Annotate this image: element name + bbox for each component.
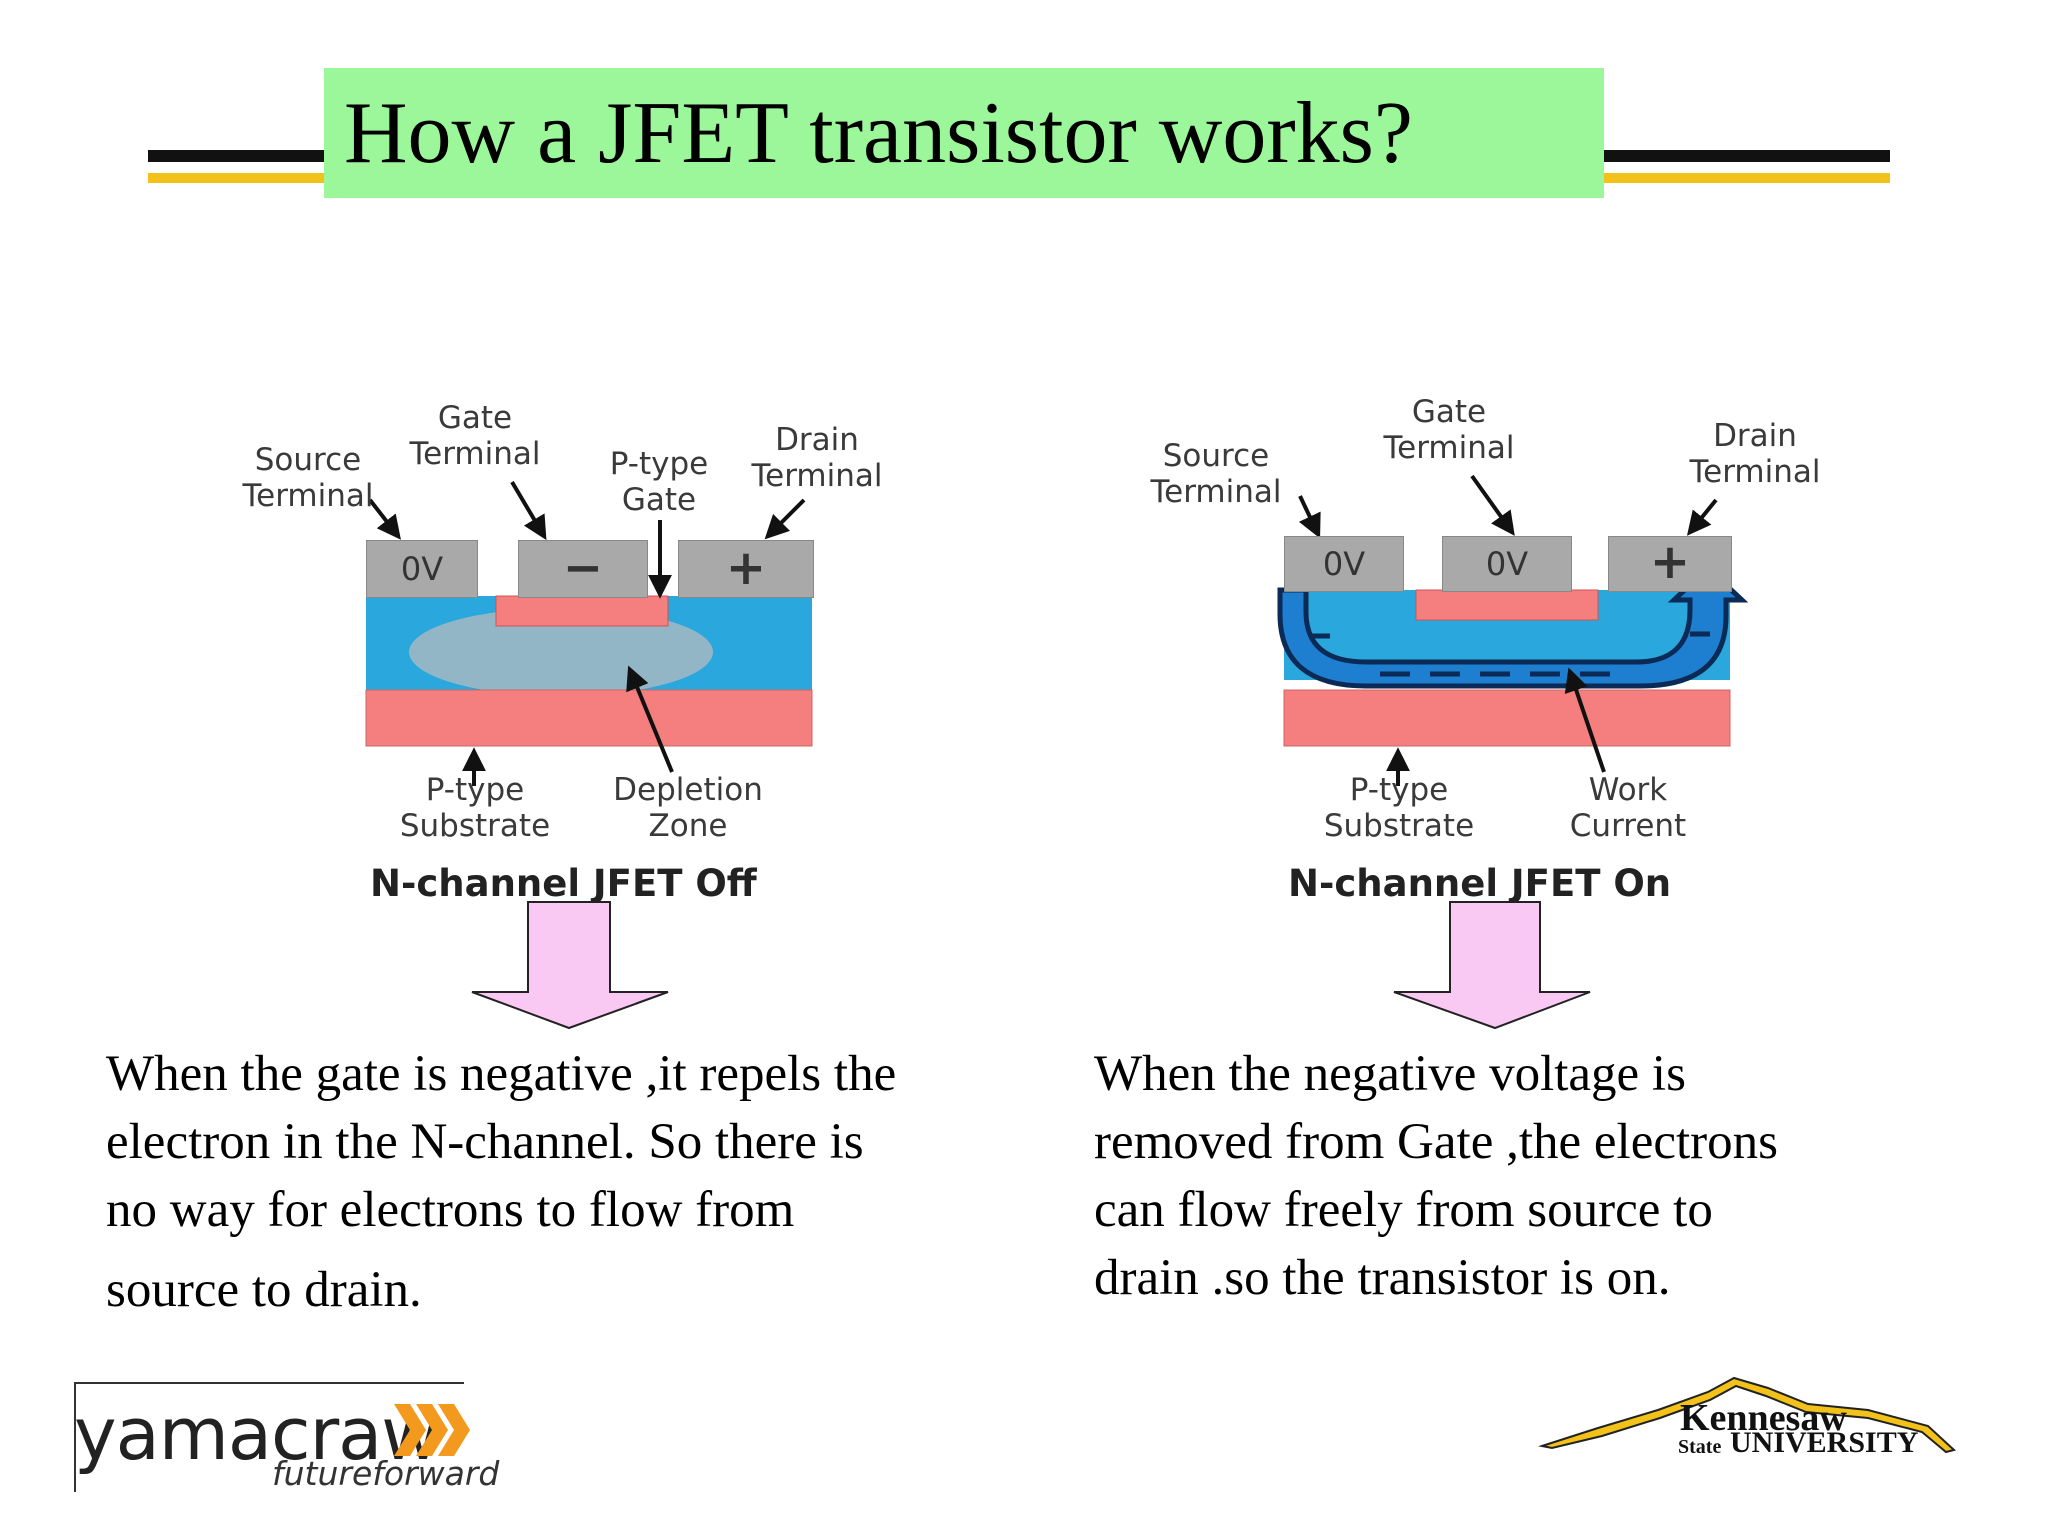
down-arrow-right <box>1393 901 1591 1030</box>
text-left-line: When the gate is negative ,it repels the <box>106 1046 897 1102</box>
yamacraw-wordmark: yamacraw <box>74 1392 440 1476</box>
source-terminal-label: Source Terminal <box>1150 438 1282 510</box>
mountain-icon <box>1538 1376 1957 1454</box>
gate-terminal-value: 0V <box>1485 545 1529 583</box>
logo-border-left <box>74 1382 76 1492</box>
source-terminal-value: 0V <box>1322 545 1366 583</box>
slide-title: How a JFET transistor works? <box>344 85 1413 182</box>
jfet-off-caption: N-channel JFET Off <box>370 862 757 905</box>
p-type-substrate-label: P-type Substrate <box>399 772 551 844</box>
text-right-line: can flow freely from source to <box>1094 1182 1713 1238</box>
down-arrow-left <box>471 901 669 1030</box>
p-type-substrate <box>365 689 813 747</box>
text-right-line: removed from Gate ,the electrons <box>1094 1114 1778 1170</box>
title-rule-right-black <box>1600 150 1890 162</box>
text-right: When the negative voltage is removed fro… <box>1094 1040 1994 1312</box>
drain-terminal-label: Drain Terminal <box>751 422 883 494</box>
p-type-gate <box>495 595 669 627</box>
drain-terminal-label: Drain Terminal <box>1689 418 1821 490</box>
gate-terminal-block: − <box>518 540 648 598</box>
jfet-on-drawing <box>1277 474 1749 786</box>
source-terminal-block: 0V <box>366 540 478 598</box>
source-terminal-block: 0V <box>1284 536 1404 592</box>
gate-terminal-block: 0V <box>1442 536 1572 592</box>
p-type-substrate-label: P-type Substrate <box>1323 772 1475 844</box>
jfet-off-drawing <box>365 480 813 786</box>
text-left-line: source to drain. <box>106 1262 422 1318</box>
gate-terminal-value: − <box>562 540 604 596</box>
diagram-jfet-off: 0V − + Source Terminal Gate Terminal P-t… <box>220 390 920 920</box>
kennesaw-logo: Kennesaw State UNIVERSITY <box>1538 1370 1958 1470</box>
drain-terminal-value: + <box>1649 534 1691 590</box>
drain-terminal-block: + <box>1608 536 1732 592</box>
yamacraw-tagline: futureforward <box>272 1454 500 1493</box>
drain-terminal-value: + <box>725 540 767 596</box>
yamacraw-logo: yamacraw futureforward <box>74 1382 499 1494</box>
p-type-substrate <box>1283 689 1731 747</box>
kennesaw-name: Kennesaw <box>1680 1397 1847 1439</box>
gate-terminal-label: Gate Terminal <box>1383 394 1515 466</box>
title-rule-left-black <box>148 150 328 162</box>
p-type-gate-label: P-type Gate <box>609 446 709 518</box>
gate-terminal-label: Gate Terminal <box>409 400 541 472</box>
source-terminal-label: Source Terminal <box>242 442 374 514</box>
diagram-jfet-on: 0V 0V + Source Terminal Gate Terminal Dr… <box>1130 390 1850 920</box>
text-right-line: drain .so the transistor is on. <box>1094 1250 1671 1306</box>
drain-terminal-block: + <box>678 540 814 598</box>
p-type-gate <box>1415 589 1599 621</box>
text-left-line: no way for electrons to flow from <box>106 1182 795 1238</box>
title-rule-left-gold <box>148 173 328 183</box>
text-left-line: electron in the N-channel. So there is <box>106 1114 864 1170</box>
kennesaw-university: UNIVERSITY <box>1730 1426 1919 1459</box>
title-box: How a JFET transistor works? <box>324 68 1604 198</box>
chevrons-icon <box>394 1404 470 1456</box>
jfet-on-caption: N-channel JFET On <box>1288 862 1672 905</box>
kennesaw-state: State <box>1678 1436 1722 1458</box>
title-rule-right-gold <box>1600 173 1890 183</box>
depletion-zone-label: Depletion Zone <box>613 772 763 844</box>
logo-border-top <box>74 1382 464 1384</box>
text-left: When the gate is negative ,it repels the… <box>106 1040 1046 1324</box>
source-terminal-value: 0V <box>400 550 444 588</box>
text-right-line: When the negative voltage is <box>1094 1046 1686 1102</box>
work-current-label: Work Current <box>1569 772 1687 844</box>
